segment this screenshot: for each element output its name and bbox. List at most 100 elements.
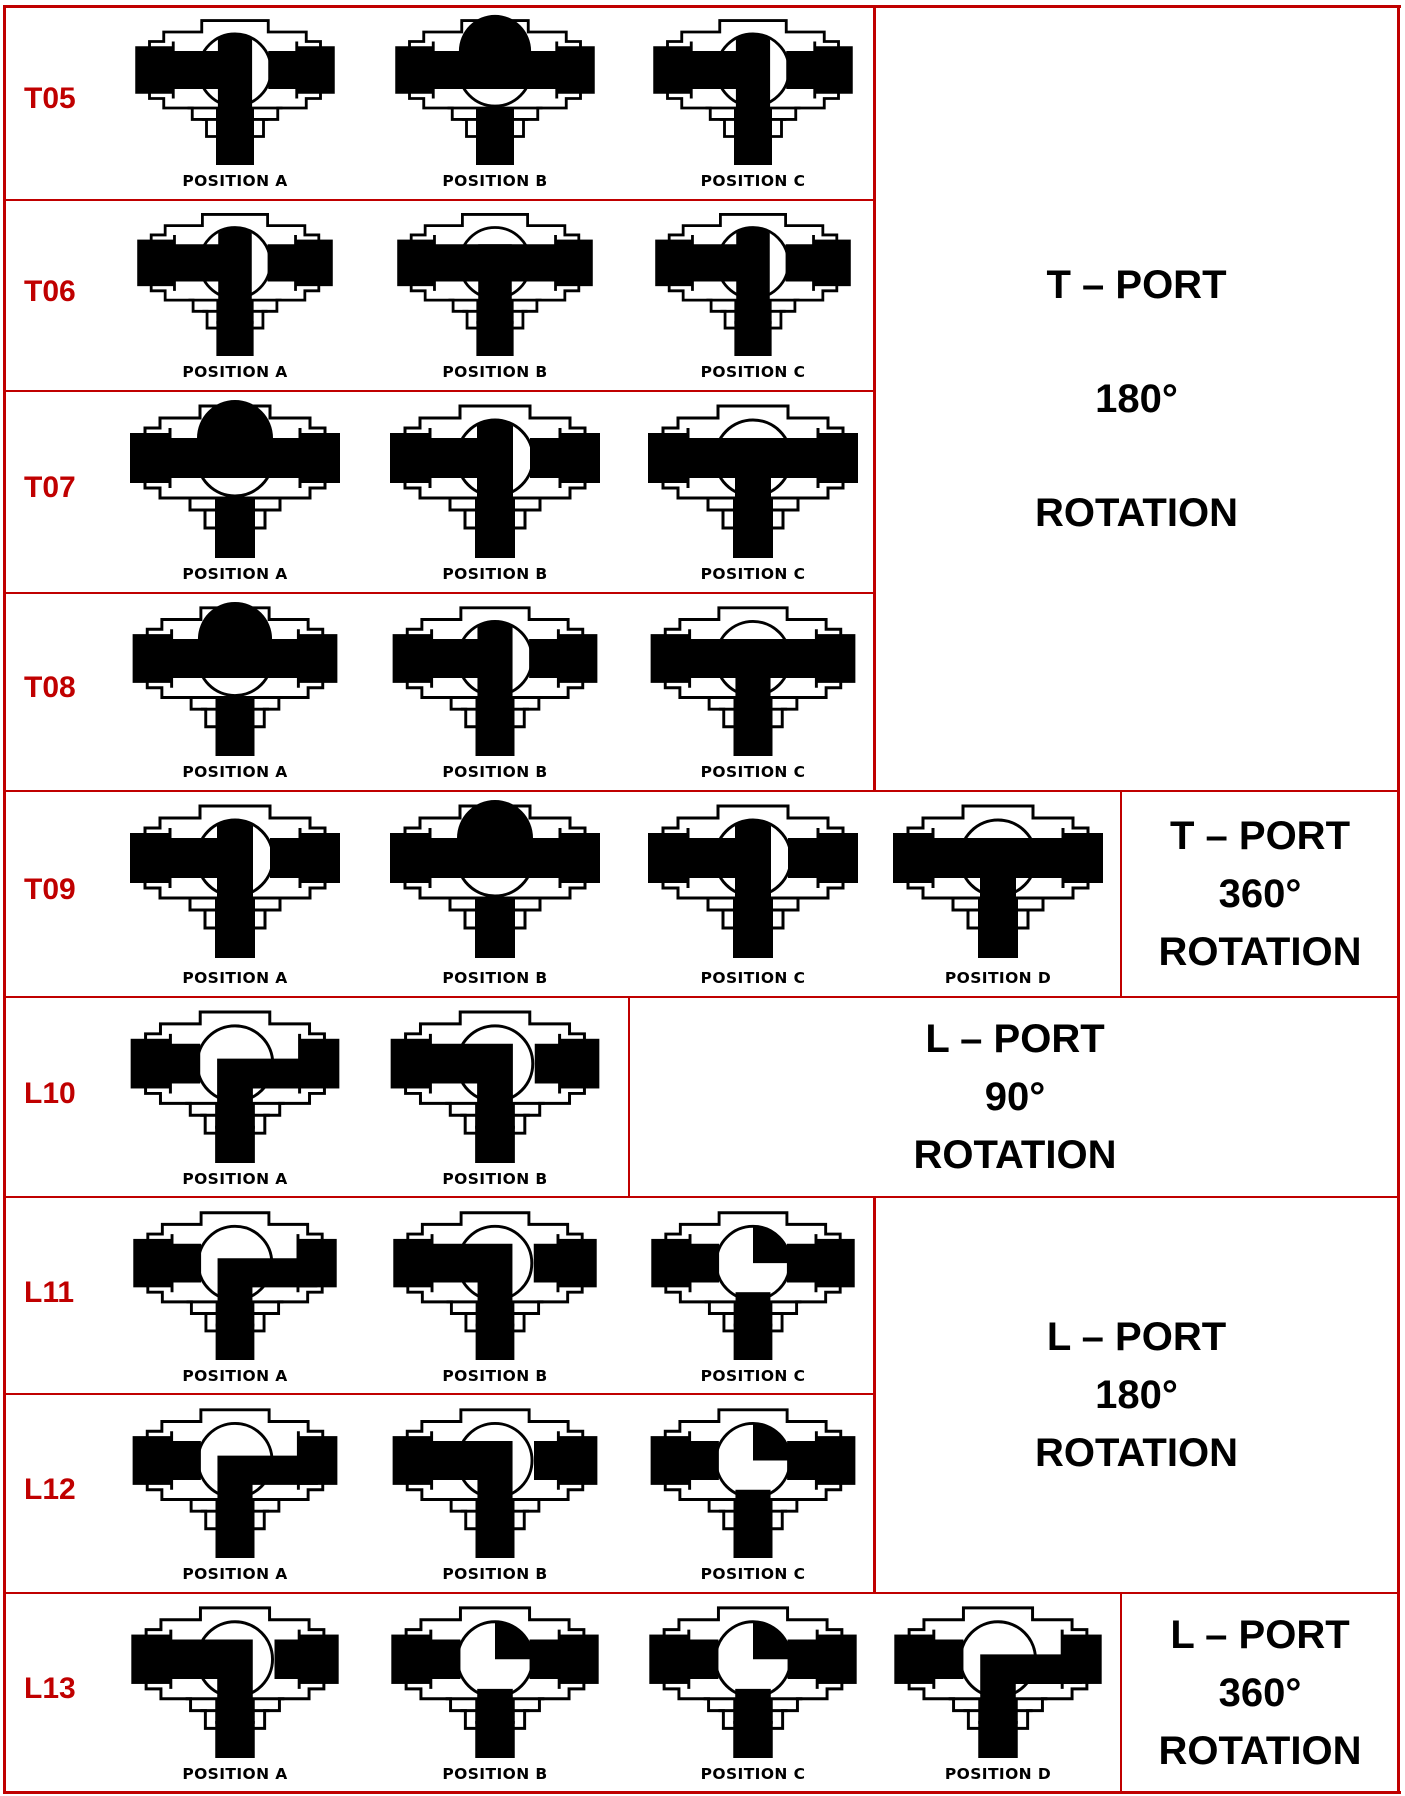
- valve-diagram-T-left-down: [130, 798, 340, 958]
- table-rule: [5, 1196, 1400, 1198]
- rotation-label-line: ROTATION: [1035, 1430, 1238, 1475]
- rotation-label: T – PORT 360° ROTATION: [1120, 816, 1400, 972]
- position-label: POSITION B: [442, 763, 548, 781]
- valve-diagram-L-left-right: [648, 1402, 858, 1558]
- rotation-label-line: 180°: [1095, 376, 1178, 421]
- valve-diagram-T-left-down: [648, 798, 858, 958]
- row-code: T08: [24, 671, 76, 704]
- table-rule: [5, 390, 873, 392]
- position-label: POSITION C: [700, 172, 806, 190]
- position-label: POSITION B: [442, 1367, 548, 1385]
- row-code: L13: [24, 1672, 76, 1705]
- row-code: T07: [24, 471, 76, 504]
- valve-diagram-L-left-down: [390, 1004, 600, 1163]
- rotation-label-line: 360°: [1218, 872, 1302, 916]
- valve-diagram-L-left-right: [390, 1600, 600, 1758]
- rotation-label-line: ROTATION: [913, 1132, 1117, 1177]
- table-rule: [3, 5, 6, 1794]
- valve-diagram-T-full: [390, 207, 600, 356]
- rotation-label: L – PORT 180° ROTATION: [873, 1317, 1400, 1473]
- valve-diagram-T-full: [648, 398, 858, 558]
- rotation-label-line: ROTATION: [1158, 930, 1362, 974]
- position-label: POSITION C: [700, 763, 806, 781]
- row-code: L10: [24, 1076, 76, 1110]
- position-label: POSITION B: [442, 172, 548, 190]
- valve-diagram-L-left-right: [648, 1205, 858, 1360]
- rotation-label-line: ROTATION: [1035, 490, 1238, 535]
- position-label: POSITION D: [944, 969, 1052, 987]
- position-label: POSITION A: [182, 1367, 288, 1385]
- rotation-label-line: L – PORT: [1170, 1613, 1350, 1657]
- position-label: POSITION A: [182, 565, 288, 583]
- table-rule: [1120, 790, 1122, 996]
- rotation-label-line: 180°: [1095, 1372, 1178, 1417]
- position-label: POSITION B: [442, 565, 548, 583]
- position-label: POSITION B: [442, 363, 548, 381]
- valve-diagram-straight: [130, 600, 340, 756]
- table-rule: [5, 996, 1400, 998]
- position-label: POSITION C: [700, 363, 806, 381]
- position-label: POSITION A: [182, 1565, 288, 1583]
- row-code: T06: [24, 274, 76, 308]
- table-rule: [628, 996, 630, 1197]
- valve-diagram-straight: [130, 398, 340, 558]
- rotation-label: T – PORT 180° ROTATION: [873, 265, 1400, 533]
- rotation-label-line: ROTATION: [1158, 1729, 1362, 1773]
- position-label: POSITION B: [442, 1765, 548, 1783]
- valve-diagram-straight: [390, 13, 600, 165]
- valve-diagram-T-full: [893, 798, 1103, 958]
- position-label: POSITION B: [442, 1565, 548, 1583]
- valve-diagram-straight: [390, 798, 600, 958]
- position-label: POSITION A: [182, 1170, 288, 1188]
- valve-diagram-T-left-down: [130, 207, 340, 356]
- position-label: POSITION D: [944, 1765, 1052, 1783]
- table-rule: [5, 5, 1401, 8]
- valve-diagram-L-right-down: [893, 1600, 1103, 1758]
- rotation-label-line: T – PORT: [1046, 262, 1227, 307]
- row-code: L11: [24, 1275, 75, 1309]
- valve-diagram-T-left-down: [390, 398, 600, 558]
- valve-diagram-T-full: [648, 600, 858, 756]
- valve-diagram-L-right-down: [130, 1004, 340, 1163]
- valve-diagram-L-right-down: [130, 1402, 340, 1558]
- valve-diagram-L-left-right: [648, 1600, 858, 1758]
- valve-diagram-T-left-down: [390, 600, 600, 756]
- valve-diagram-T-left-down: [648, 13, 858, 165]
- position-label: POSITION A: [182, 969, 288, 987]
- rotation-label-line: 90°: [984, 1074, 1046, 1119]
- valve-diagram-L-right-down: [130, 1205, 340, 1360]
- table-rule: [5, 1791, 1401, 1794]
- row-code: T05: [24, 82, 76, 115]
- valve-diagram-L-left-down: [130, 1600, 340, 1758]
- row-code: T09: [24, 873, 76, 906]
- position-label: POSITION A: [182, 172, 288, 190]
- table-rule: [5, 1592, 1400, 1594]
- valve-diagram-L-left-down: [390, 1205, 600, 1360]
- valve-diagram-T-left-down: [648, 207, 858, 356]
- position-label: POSITION B: [442, 969, 548, 987]
- position-label: POSITION A: [182, 1765, 288, 1783]
- valve-diagram-T-left-down: [130, 13, 340, 165]
- table-rule: [873, 5, 876, 792]
- position-label: POSITION C: [700, 1765, 806, 1783]
- position-label: POSITION C: [700, 969, 806, 987]
- rotation-label-line: L – PORT: [925, 1016, 1105, 1061]
- rotation-label: L – PORT 360° ROTATION: [1120, 1615, 1400, 1771]
- table-rule: [5, 790, 1400, 792]
- position-label: POSITION A: [182, 363, 288, 381]
- rotation-label-line: 360°: [1218, 1671, 1302, 1715]
- table-rule: [1397, 5, 1400, 1794]
- table-rule: [5, 592, 873, 594]
- position-label: POSITION C: [700, 1565, 806, 1583]
- table-rule: [5, 199, 873, 201]
- position-label: POSITION B: [442, 1170, 548, 1188]
- table-rule: [1120, 1592, 1122, 1794]
- rotation-label-line: L – PORT: [1046, 1314, 1227, 1359]
- row-code: L12: [24, 1473, 76, 1506]
- rotation-label: L – PORT 90° ROTATION: [630, 1019, 1400, 1175]
- position-label: POSITION C: [700, 1367, 806, 1385]
- position-label: POSITION A: [182, 763, 288, 781]
- rotation-label-line: T – PORT: [1169, 814, 1351, 858]
- position-label: POSITION C: [700, 565, 806, 583]
